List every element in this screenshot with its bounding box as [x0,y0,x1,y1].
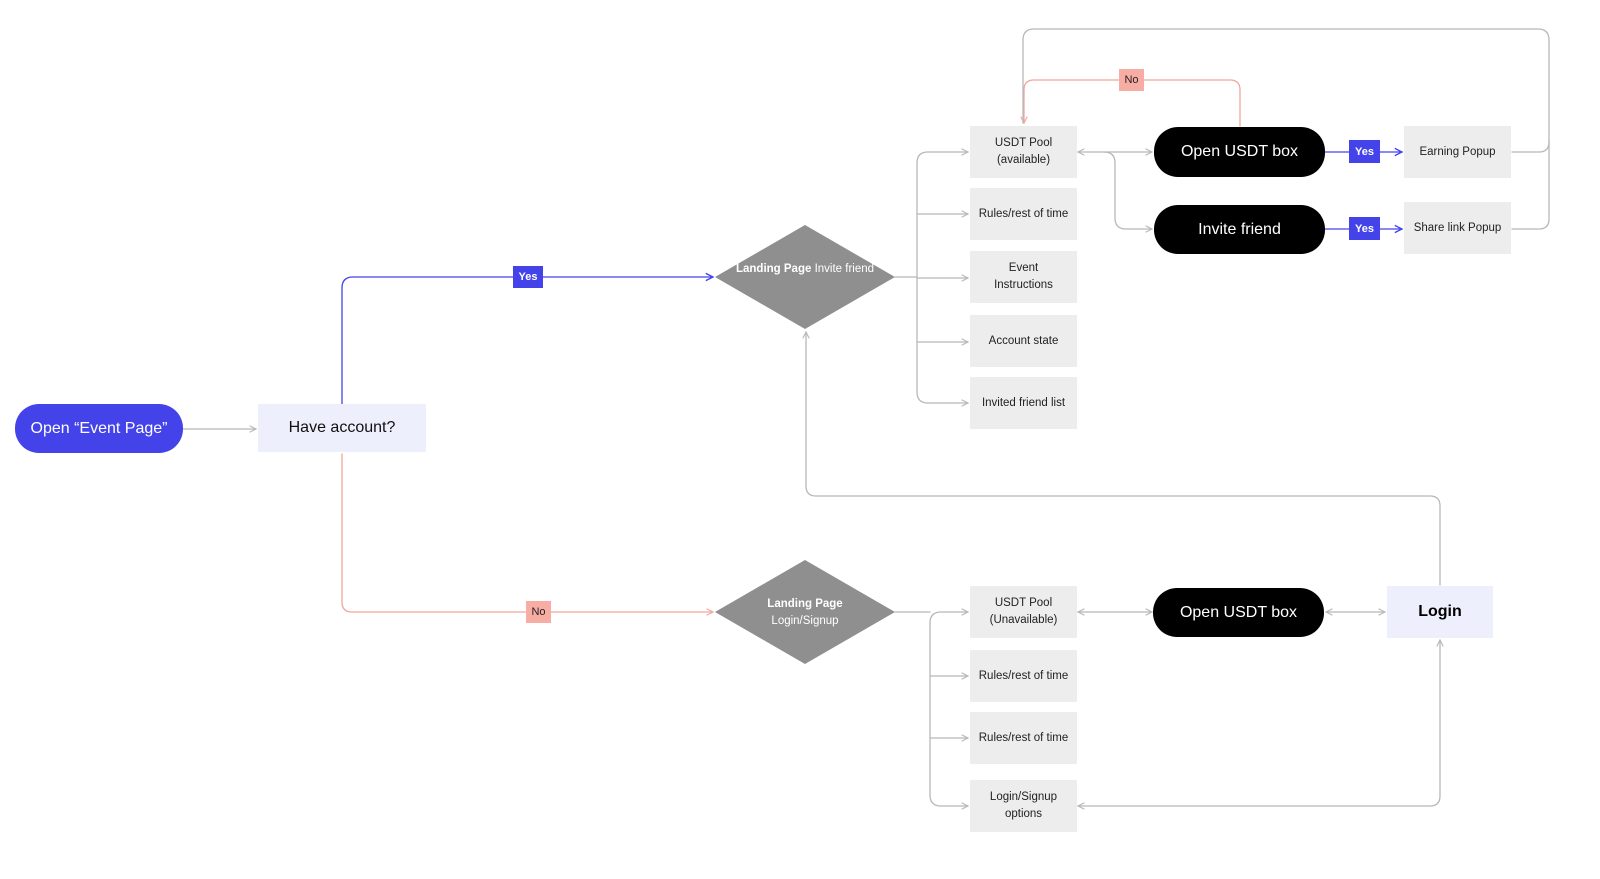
item-rules-rest-of-time-3: Rules/rest of time [970,712,1077,764]
tag-yes-earning: Yes [1349,140,1380,163]
decision-have-account: Have account? [258,404,426,452]
landing-invite-label: Landing Page Invite friend [735,263,875,275]
edge-yes-to-invite-landing [341,277,713,405]
action-invite-friend: Invite friend [1154,205,1325,254]
tag-no-main: No [526,601,551,623]
item-usdt-pool-unavailable: USDT Pool(Unavailable) [970,586,1077,638]
item-rules-rest-of-time: Rules/rest of time [970,188,1077,240]
popup-earning: Earning Popup [1404,126,1511,178]
decision-label: Have account? [288,419,396,436]
start-node-open-event-page: Open “Event Page” [15,404,183,453]
diamond-landing-login [715,560,895,664]
item-invited-friend-list: Invited friend list [970,377,1077,429]
edge-no-to-login-landing [341,453,713,612]
edge-popups-loop [1022,28,1550,153]
tag-no-loop: No [1119,69,1144,91]
landing-login-label: Landing Page Login/Signup [767,598,843,627]
edge-options-to-login [1078,640,1440,806]
diamond-landing-invite [715,225,895,329]
tag-yes-main: Yes [513,266,543,288]
item-usdt-pool-available: USDT Pool(available) [970,126,1077,178]
item-rules-rest-of-time-2: Rules/rest of time [970,650,1077,702]
action-open-usdt-box-bottom: Open USDT box [1153,588,1324,637]
start-label: Open “Event Page” [30,419,168,437]
item-account-state: Account state [970,315,1077,367]
action-open-usdt-box-top: Open USDT box [1154,127,1325,177]
tag-yes-share: Yes [1349,217,1380,240]
edge-pool-invite-friend [1103,151,1152,229]
edge-login-to-invite-landing [806,332,1441,586]
action-login: Login [1387,586,1493,638]
popup-share-link: Share link Popup [1404,202,1511,254]
